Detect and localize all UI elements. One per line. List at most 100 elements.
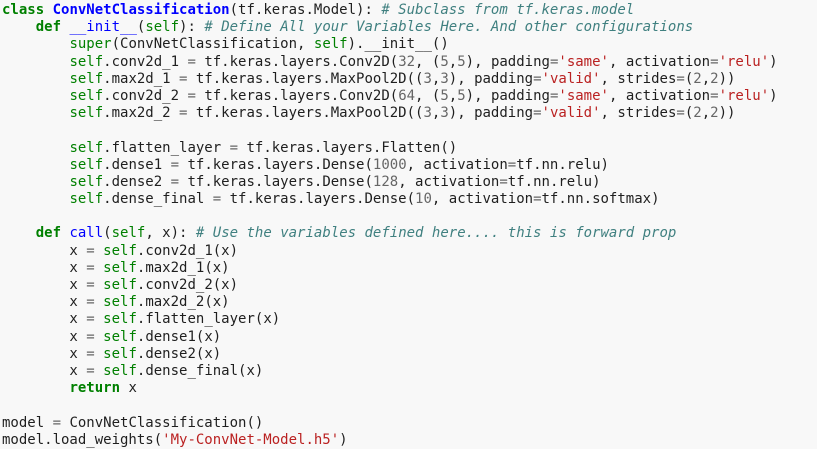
code-token-m: 3 <box>440 105 449 122</box>
code-token-p: .flatten_layer(x) <box>136 311 281 328</box>
code-line-26: model.load_weights('My-ConvNet-Model.h5'… <box>2 432 817 449</box>
code-token-m: 3 <box>423 70 432 87</box>
code-token-p: tf.keras.layers.MaxPool2D(( <box>187 105 424 122</box>
code-token-p: , ( <box>415 53 441 70</box>
code-line-12: self.dense_final = tf.keras.layers.Dense… <box>2 191 817 208</box>
code-token-o: = <box>86 294 95 311</box>
code-token-p <box>2 88 69 104</box>
code-token-p: ( <box>684 70 694 87</box>
code-token-bp: self <box>69 105 104 122</box>
code-token-s: 'My-ConvNet-Model.h5' <box>162 431 340 448</box>
code-token-bp: self <box>313 36 348 53</box>
code-token-p <box>2 140 69 156</box>
code-token-p: tf.keras.layers.Dense( <box>179 173 373 190</box>
code-line-4: self.conv2d_1 = tf.keras.layers.Conv2D(3… <box>2 54 817 71</box>
code-token-k: class <box>2 2 45 18</box>
code-token-p <box>95 260 103 276</box>
code-token-bp: self <box>103 328 137 345</box>
code-token-p: model <box>2 414 53 431</box>
code-token-p: .dense1(x) <box>136 328 222 345</box>
code-token-bp: self <box>145 19 180 36</box>
code-token-o: = <box>676 70 685 87</box>
code-token-p: ), padding <box>448 70 534 87</box>
code-token-m: 64 <box>398 87 416 104</box>
code-token-p: .dense2(x) <box>136 345 222 362</box>
code-token-o: = <box>179 70 188 87</box>
code-token-m: 3 <box>423 105 432 122</box>
code-token-p: )) <box>718 70 736 87</box>
code-token-p: tf.keras.layers.MaxPool2D(( <box>187 70 424 87</box>
code-token-s: 'same' <box>558 53 609 70</box>
code-token-o: = <box>179 105 188 122</box>
code-token-m: 128 <box>372 173 399 190</box>
code-token-p: tf.keras.layers.Dense( <box>221 191 416 208</box>
code-token-bp: self <box>111 225 146 242</box>
code-token-m: 3 <box>440 70 449 87</box>
code-token-p: .dense_final <box>103 191 213 208</box>
code-line-16: x = self.max2d_1(x) <box>2 260 817 277</box>
code-token-o: = <box>533 70 542 87</box>
code-token-m: 5 <box>440 53 449 70</box>
code-token-c: # Define All your Variables Here. And ot… <box>204 19 694 36</box>
code-line-3: super(ConvNetClassification, self).__ini… <box>2 36 817 53</box>
code-line-21: x = self.dense2(x) <box>2 346 817 363</box>
code-line-19: x = self.flatten_layer(x) <box>2 311 817 328</box>
code-token-o: = <box>187 87 196 104</box>
code-token-p: , strides <box>600 70 677 87</box>
code-token-bp: self <box>69 87 104 104</box>
code-line-2: def __init__(self): # Define All your Va… <box>2 19 817 36</box>
code-token-o: = <box>549 53 559 70</box>
code-token-p: x <box>2 345 87 362</box>
code-token-bp: self <box>69 70 104 87</box>
code-token-bp: self <box>103 311 137 328</box>
code-token-p <box>2 191 69 207</box>
code-token-nf: call <box>69 225 104 242</box>
code-token-p: .max2d_2(x) <box>136 294 230 311</box>
code-token-m: 5 <box>440 87 449 104</box>
code-token-p <box>95 311 103 327</box>
code-token-p: , x): <box>145 225 196 242</box>
code-token-o: = <box>86 328 95 345</box>
code-token-p: tf.keras.layers.Conv2D( <box>195 53 399 70</box>
code-line-22: x = self.dense_final(x) <box>2 363 817 380</box>
code-token-p: ), padding <box>465 87 550 104</box>
code-line-25: model = ConvNetClassification() <box>2 415 817 432</box>
code-line-14: def call(self, x): # Use the variables d… <box>2 225 817 242</box>
code-token-p: .dense1 <box>103 156 171 173</box>
code-token-p <box>95 363 103 379</box>
code-token-p: x <box>2 277 87 293</box>
code-token-k: return <box>69 380 121 397</box>
code-token-bp: self <box>103 294 137 311</box>
code-token-k: def <box>35 225 62 242</box>
code-token-p: , ( <box>415 87 441 104</box>
code-token-p: x <box>2 311 87 328</box>
code-token-m: 2 <box>710 70 719 87</box>
code-token-o: = <box>86 311 95 328</box>
code-token-bp: self <box>69 173 104 190</box>
code-token-p: .max2d_2 <box>103 105 180 122</box>
code-token-p: .dense_final(x) <box>136 362 264 379</box>
code-token-o: = <box>507 156 517 173</box>
code-line-10: self.dense1 = tf.keras.layers.Dense(1000… <box>2 157 817 174</box>
code-token-m: 2 <box>710 105 719 122</box>
code-token-p: x <box>2 328 87 345</box>
code-line-8 <box>2 122 817 139</box>
code-token-nb: super <box>69 36 112 53</box>
code-token-p: ) <box>769 87 778 104</box>
code-token-o: = <box>86 362 95 379</box>
code-token-bp: self <box>69 53 104 70</box>
code-token-bp: self <box>103 259 137 276</box>
code-token-bp: self <box>103 242 137 259</box>
code-line-24 <box>2 397 817 414</box>
code-token-p: .max2d_1 <box>103 70 180 87</box>
code-token-p <box>95 243 103 259</box>
code-token-p: .conv2d_2 <box>103 87 188 104</box>
code-token-o: = <box>170 173 180 190</box>
code-token-p: , activation <box>406 156 508 173</box>
code-token-c: # Use the variables defined here.... thi… <box>195 225 677 242</box>
code-token-p: tf.keras.layers.Conv2D( <box>195 87 399 104</box>
code-token-p: , activation <box>398 173 500 190</box>
code-token-o: = <box>533 105 542 122</box>
code-token-p: , <box>701 70 711 87</box>
